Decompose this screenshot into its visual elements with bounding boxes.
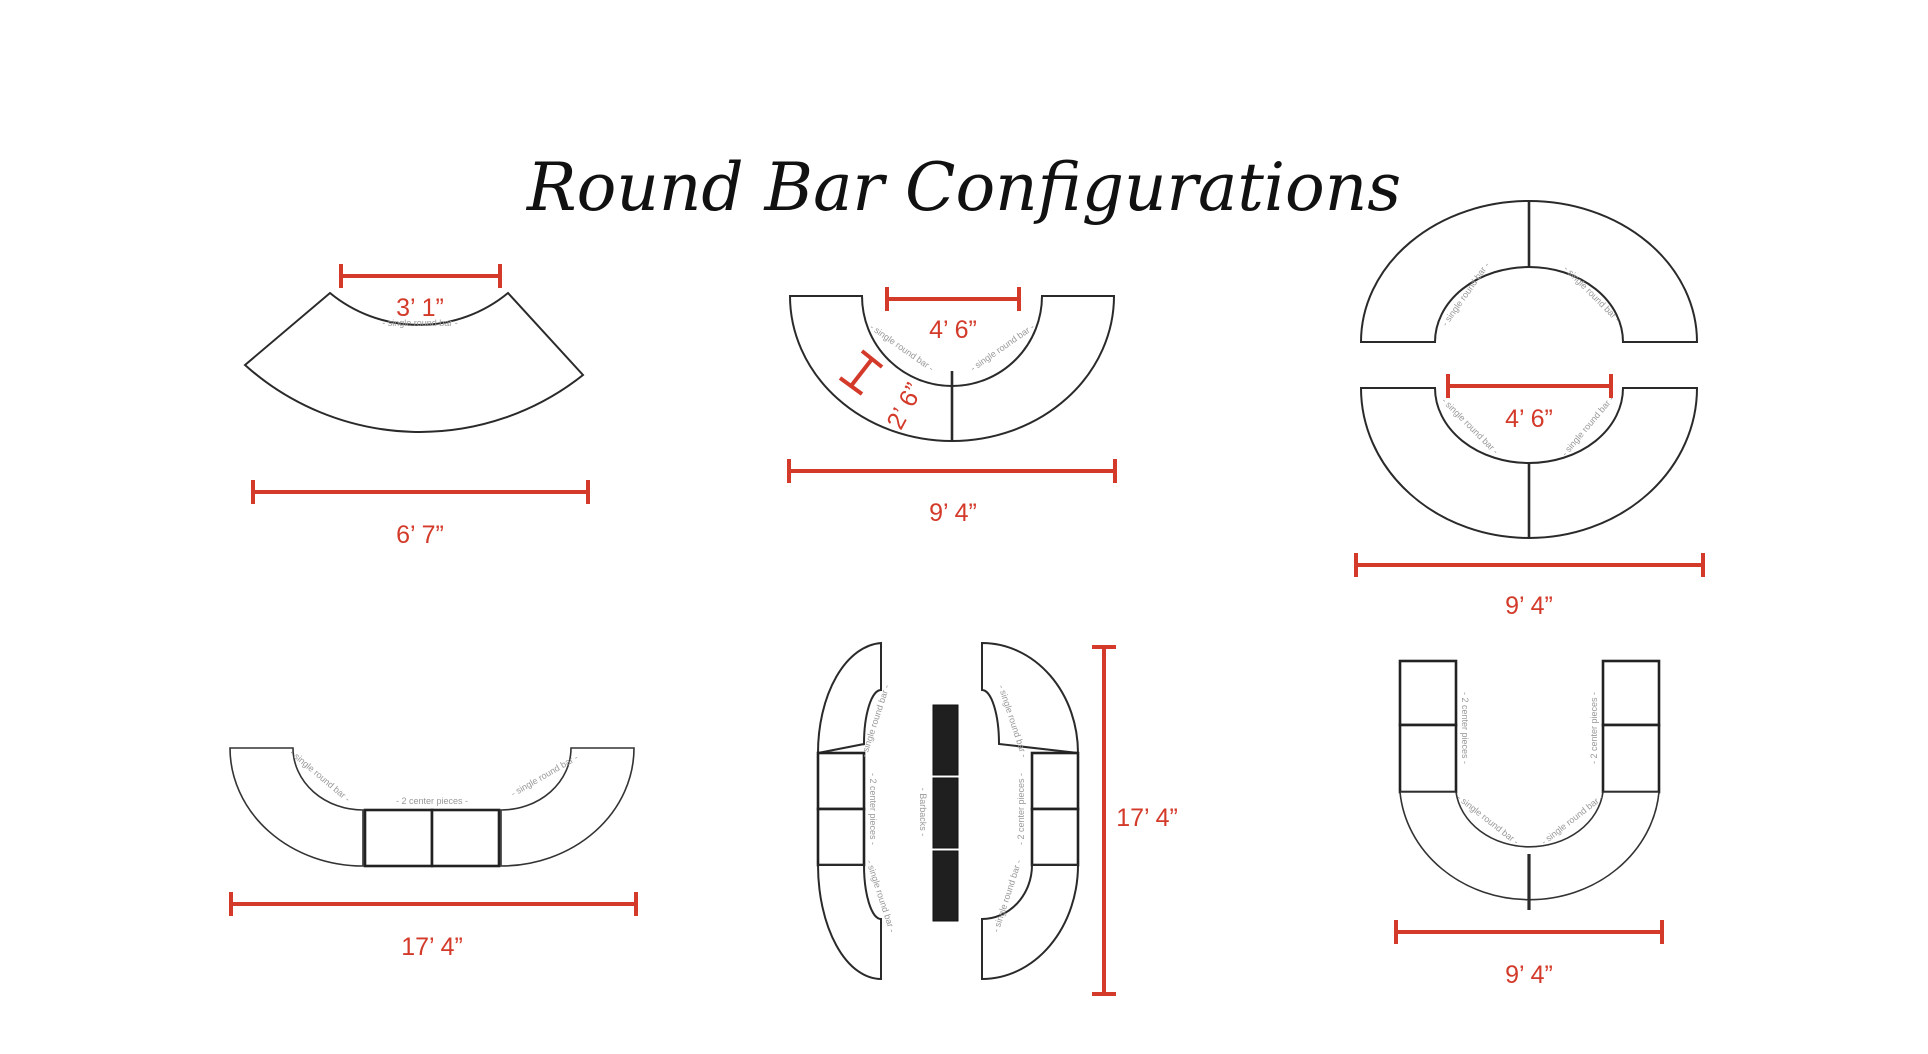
dim-inner-width: 3’ 1” [396,294,444,322]
oval-right-center-label: - 2 center pieces - [1016,773,1026,845]
serpentine-label-center: - 2 center pieces - [396,796,468,806]
dim-line-inner-width [339,264,502,288]
serpentine-center-piece-2 [430,808,501,868]
serpentine-right-curve [500,747,635,867]
dim-line-double-inner [885,287,1021,311]
single-bar-shape [243,291,585,433]
dim-oval-overall-length: 17’ 4” [1116,804,1178,832]
dim-line-double-depth [838,349,884,396]
dim-circle-inner-width: 4’ 6” [1505,405,1553,433]
horseshoe-right-piece-2 [1601,723,1661,794]
oval-right-center-2 [1030,807,1080,867]
horseshoe-left-piece-2 [1398,723,1458,794]
oval-left-center-1 [816,751,866,811]
config-single-round-bar: - single round bar - 3’ 1” 6’ 7” [243,264,590,549]
config-oval-bar: - single round bar - - 2 center pieces -… [816,641,1178,996]
dim-double-overall-width: 9’ 4” [929,499,977,527]
dim-line-double-overall [787,459,1117,483]
oval-left-center-label: - 2 center pieces - [868,773,878,845]
horseshoe-right-center-label: - 2 center pieces - [1589,692,1599,764]
barbacks-label: - Barbacks - [918,788,928,837]
oval-right-center-1 [1030,751,1080,811]
page-title: Round Bar Configurations [526,149,1401,226]
dim-line-circle-inner [1446,374,1613,398]
horseshoe-curve [1399,791,1660,901]
config-horseshoe-bar: - 2 center pieces - - 2 center pieces - … [1394,659,1664,989]
dim-line-circle-overall [1354,553,1705,577]
oval-left-top-curve [816,641,882,755]
single-bar-label: - single round bar - [382,318,458,328]
dim-circle-overall-width: 9’ 4” [1505,592,1553,620]
oval-left-bottom-curve [816,864,882,981]
config-serpentine-bar: - single round bar - - 2 center pieces -… [229,747,638,961]
serpentine-center-piece-1 [363,808,434,868]
dim-line-serpentine [229,892,638,916]
dim-line-horseshoe [1394,920,1664,944]
circle-bottom-half [1359,387,1699,539]
oval-right-bottom-curve [981,864,1080,981]
dim-line-outer-width [251,480,590,504]
dim-serpentine-overall-width: 17’ 4” [401,933,463,961]
dim-line-oval-length [1092,645,1116,996]
oval-left-center-2 [816,807,866,867]
barback-1 [932,704,959,776]
oval-right-top-curve [981,641,1080,755]
barback-3 [932,850,959,922]
horseshoe-left-piece-1 [1398,659,1458,727]
double-bar-shape [788,295,1116,442]
barback-2 [932,777,959,849]
dim-horseshoe-overall-width: 9’ 4” [1505,961,1553,989]
dim-double-inner-width: 4’ 6” [929,316,977,344]
horseshoe-right-piece-1 [1601,659,1661,727]
circle-top-half [1359,200,1699,343]
horseshoe-left-center-label: - 2 center pieces - [1460,692,1470,764]
dim-outer-width: 6’ 7” [396,521,444,549]
config-double-round-bar: - single round bar - - single round bar … [787,287,1117,527]
serpentine-left-curve [229,747,364,867]
config-circle-round-bar: - single round bar - - single round bar … [1354,200,1705,620]
